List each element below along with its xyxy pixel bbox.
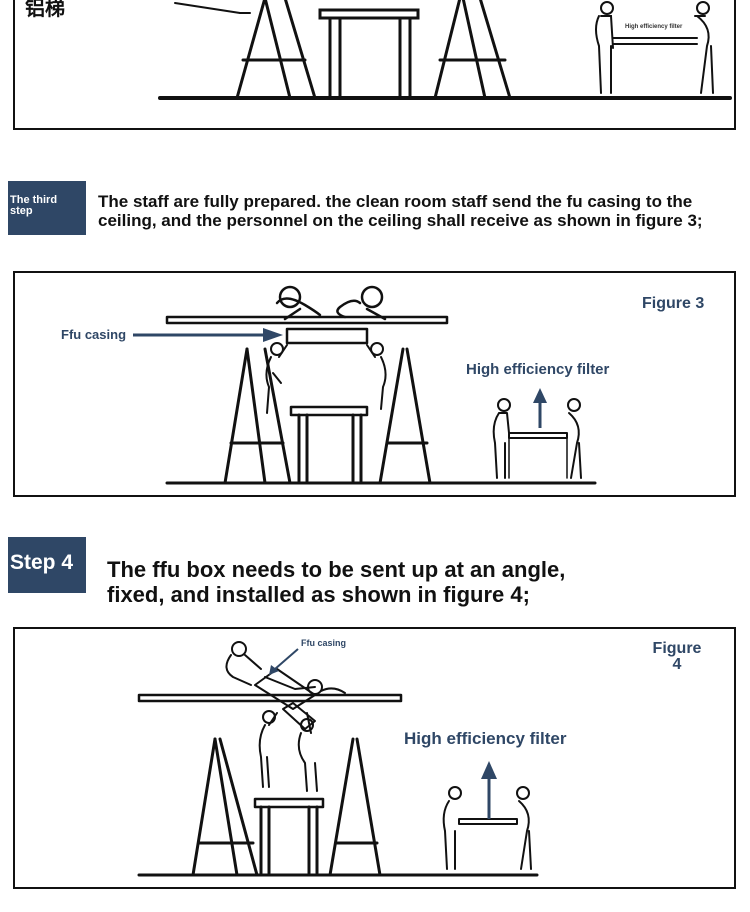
figure-3-panel: Figure 3 Ffu casing High efficiency filt… <box>13 271 736 497</box>
figure-4-ffu-label: Ffu casing <box>301 638 347 648</box>
figure-4-title: Figure 4 <box>645 641 709 673</box>
figure-4-filter-label: High efficiency filter <box>404 729 567 748</box>
figure-4-lift-arrow <box>481 761 497 819</box>
step-4-description-line-1: The ffu box needs to be sent up at an an… <box>107 557 566 582</box>
step-3-badge-label: The third step <box>10 194 58 217</box>
ffu-pointer-arrow-4 <box>269 648 299 675</box>
cropped-caption: 铝梯 <box>25 0 65 20</box>
figure-3-title: Figure 3 <box>642 295 705 312</box>
step-4-badge: Step 4 <box>8 537 86 593</box>
step-3-badge: The third step <box>8 181 86 235</box>
figure-2-illustration <box>158 0 732 100</box>
figure-4-panel: Figure 4 Ffu casing High efficiency filt… <box>13 627 736 889</box>
step-4-description: The ffu box needs to be sent up at an an… <box>107 557 727 607</box>
step-4-badge-label: Step 4 <box>10 551 74 574</box>
step-4-description-line-2: fixed, and installed as shown in figure … <box>107 582 530 607</box>
ffu-pointer-arrow <box>133 328 283 342</box>
figure-4-title-line-2: 4 <box>672 656 682 673</box>
figure-3-illustration <box>133 285 597 485</box>
figure-2-filter-label: High efficiency filter <box>625 24 683 30</box>
figure-2-panel: 铝梯 <box>13 0 736 130</box>
figure-4-illustration <box>137 641 539 877</box>
step-3-description: The staff are fully prepared. the clean … <box>98 192 703 230</box>
figure-4-title-line-1: Figure <box>652 640 702 657</box>
figure-3-ffu-label: Ffu casing <box>61 327 127 342</box>
figure-3-filter-label: High efficiency filter <box>466 361 610 378</box>
figure-3-lift-arrow <box>533 388 547 428</box>
